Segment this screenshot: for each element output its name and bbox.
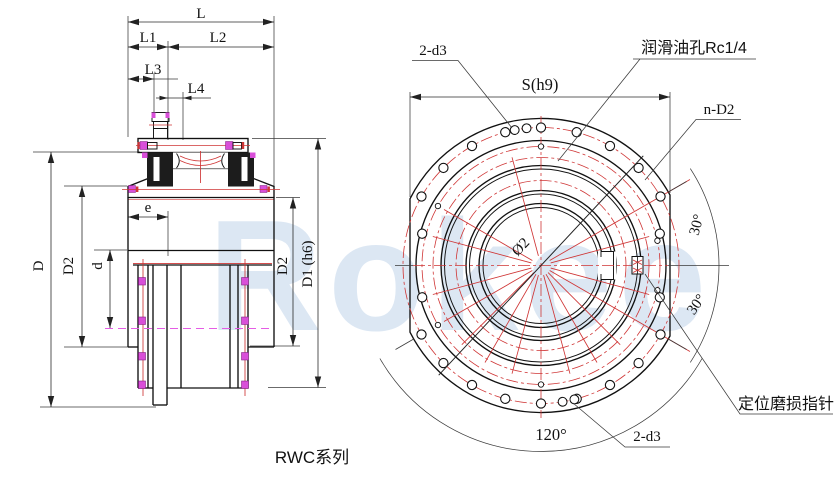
dim-e: e bbox=[145, 200, 152, 216]
radial-centerlines bbox=[432, 157, 691, 374]
l4-dimension bbox=[156, 95, 211, 101]
angle-dimensions bbox=[379, 168, 720, 452]
angle-bottom-label: 120° bbox=[535, 425, 566, 444]
bearing-block-left bbox=[147, 152, 173, 187]
seal-chip bbox=[250, 152, 256, 158]
series-caption: RWC系列 bbox=[275, 448, 349, 467]
bolt-holes-label: n-D2 bbox=[704, 102, 735, 118]
membrane-profile bbox=[221, 153, 225, 169]
dimension-lines bbox=[47, 18, 322, 407]
block-slot bbox=[153, 157, 160, 181]
coupling-body bbox=[105, 112, 280, 406]
band-bolt bbox=[259, 185, 268, 193]
dim-L4: L4 bbox=[188, 81, 205, 97]
pin-holes-top-label: 2-d3 bbox=[419, 43, 447, 59]
flange-bolt-body bbox=[232, 142, 242, 150]
small-pin-dots bbox=[434, 143, 661, 388]
oil-hole-label: 润滑油孔Rc1/4 bbox=[641, 39, 747, 57]
flange-bolt bbox=[225, 141, 234, 150]
dim-D2-right: D2 bbox=[275, 257, 291, 275]
flange-bolt-body bbox=[147, 142, 158, 150]
angle-upper-label: 30° bbox=[687, 213, 708, 237]
s-extension-lines bbox=[409, 92, 671, 197]
dim-D2-left: D2 bbox=[61, 257, 77, 275]
dim-L3: L3 bbox=[145, 62, 162, 78]
block-slot bbox=[241, 157, 248, 181]
flange-bolt bbox=[139, 141, 148, 150]
bolt-tip bbox=[241, 142, 245, 149]
membrane-profile bbox=[176, 153, 180, 169]
dim-L: L bbox=[196, 6, 205, 22]
bearing-block-right bbox=[228, 152, 254, 187]
sleeve-outline bbox=[127, 197, 275, 406]
dim-D: D bbox=[31, 260, 47, 271]
extension-lines bbox=[33, 16, 326, 408]
seal-chip bbox=[142, 152, 148, 158]
dim-L1: L1 bbox=[140, 30, 157, 46]
dim-D1-h6: D1 (h6) bbox=[300, 240, 316, 287]
pin-holes-bottom-label: 2-d3 bbox=[633, 429, 661, 445]
seal-dot bbox=[151, 112, 156, 118]
band-bolt bbox=[128, 185, 136, 193]
diameter-diagonal-line bbox=[438, 155, 644, 376]
sleeve-seal-rings bbox=[138, 277, 249, 389]
wear-indicator-label: 定位磨损指针 bbox=[738, 395, 834, 413]
d3-pin-holes bbox=[509, 123, 580, 407]
dim-L2: L2 bbox=[210, 30, 227, 46]
flange-outer-profile bbox=[409, 117, 671, 414]
bolt-tip bbox=[137, 142, 140, 149]
leader-lines bbox=[412, 58, 833, 448]
seal-dot bbox=[165, 112, 170, 118]
bolt-holes bbox=[416, 122, 666, 409]
width-across-flats-label: S(h9) bbox=[522, 75, 559, 94]
right-view-flange-face: Ø2 2-d3 润滑油孔Rc1/4 S(h9) n-D2 30° 30° bbox=[379, 39, 834, 452]
dim-d: d bbox=[90, 262, 106, 270]
left-view-cross-section: L L1 L2 L3 L4 e D D2 d D2 D1 (h6) bbox=[31, 6, 326, 408]
wear-indicator bbox=[631, 256, 644, 275]
